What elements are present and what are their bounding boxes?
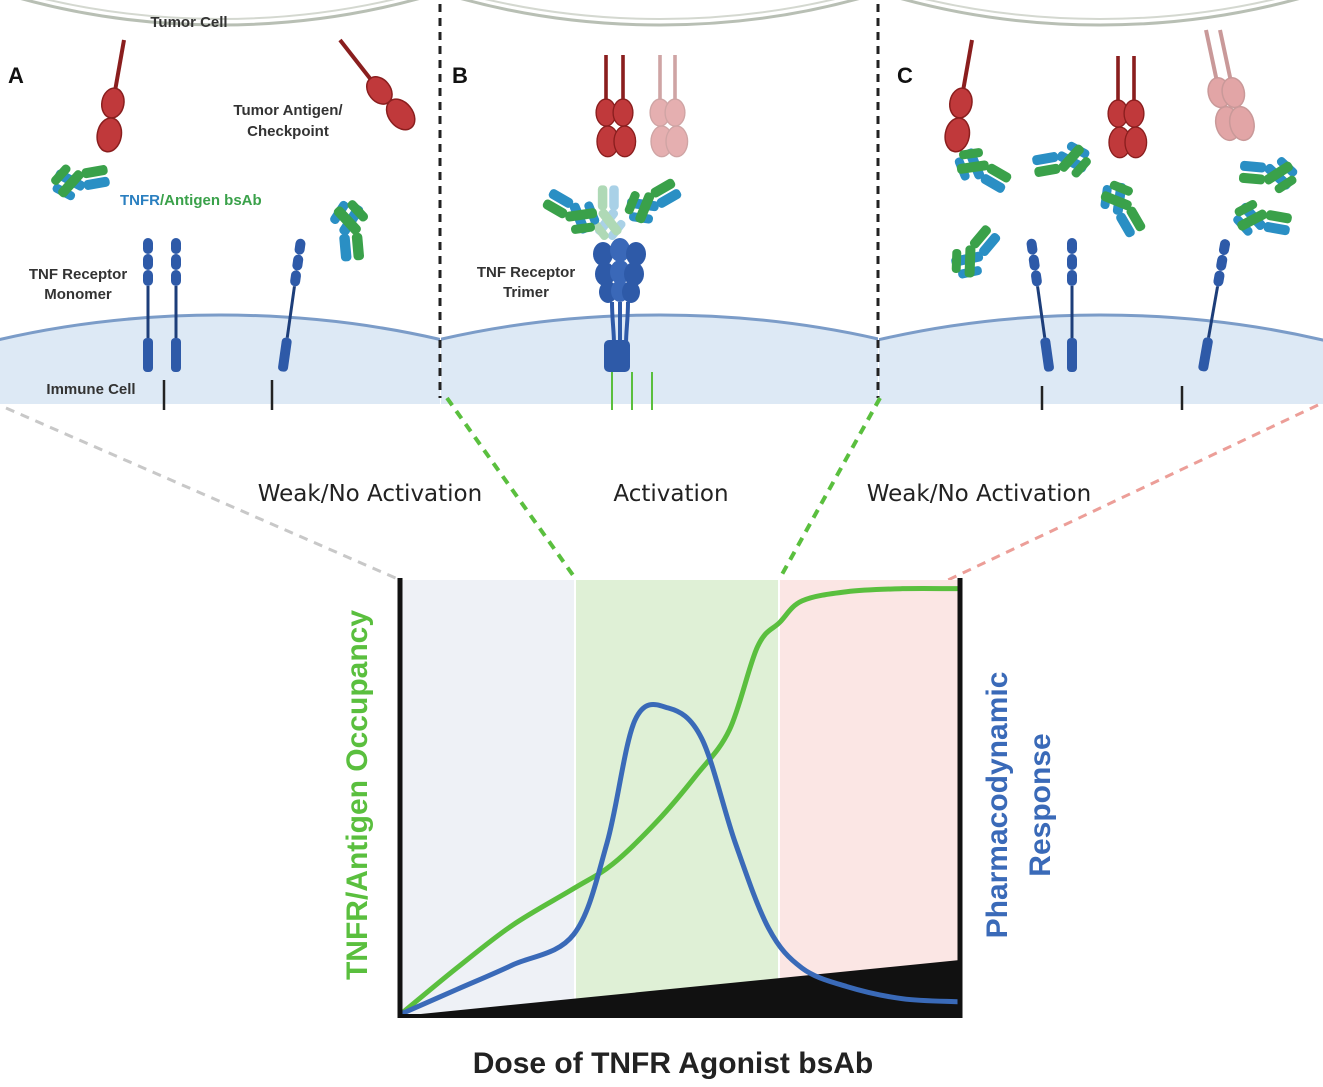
chart <box>397 578 963 1018</box>
tnf-receptor-trimer <box>593 238 646 372</box>
activation-arrows <box>611 372 653 410</box>
label-bsab: TNFR/Antigen bsAb <box>120 192 262 209</box>
panel-b <box>441 0 878 410</box>
label-tumor-antigen-line1: Tumor Antigen/ <box>233 102 343 119</box>
panel-c <box>879 0 1323 410</box>
zone-high-dose <box>780 580 959 1016</box>
immune-cell <box>0 313 440 410</box>
connector-c <box>947 403 1319 582</box>
y-axis-left-title: TNFR/Antigen Occupancy <box>341 610 374 980</box>
panel-a <box>0 0 440 410</box>
panel-letter-b: B <box>452 63 468 88</box>
label-tnf-monomer-line2: Monomer <box>44 286 112 303</box>
x-axis-title: Dose of TNFR Agonist bsAb <box>473 1047 874 1080</box>
label-immune-cell: Immune Cell <box>46 381 135 398</box>
panel-letter-c: C <box>897 63 913 88</box>
pharmacodynamic-response-curve <box>398 702 961 1017</box>
outcome-a: Weak/No Activation <box>258 481 482 507</box>
label-tnf-trimer-line1: TNF Receptor <box>477 264 576 281</box>
label-tnf-trimer-line2: Trimer <box>503 284 549 301</box>
connector-a <box>5 406 401 582</box>
panel-letter-a: A <box>8 63 24 88</box>
connector-b-right <box>778 397 882 579</box>
label-tnf-monomer-line1: TNF Receptor <box>29 266 128 283</box>
tumor-cell-membrane <box>20 0 420 27</box>
connector-b-left <box>445 396 577 580</box>
label-tumor-cell: Tumor Cell <box>150 14 227 31</box>
y-axis-right-title-line1: Pharmacodynamic <box>981 672 1014 939</box>
y-axis-right-title-line2: Response <box>1024 733 1057 876</box>
outcome-b: Activation <box>613 481 728 507</box>
outcome-c: Weak/No Activation <box>867 481 1091 507</box>
label-tumor-antigen-line2: Checkpoint <box>247 123 329 140</box>
dose-wedge <box>401 960 960 1016</box>
